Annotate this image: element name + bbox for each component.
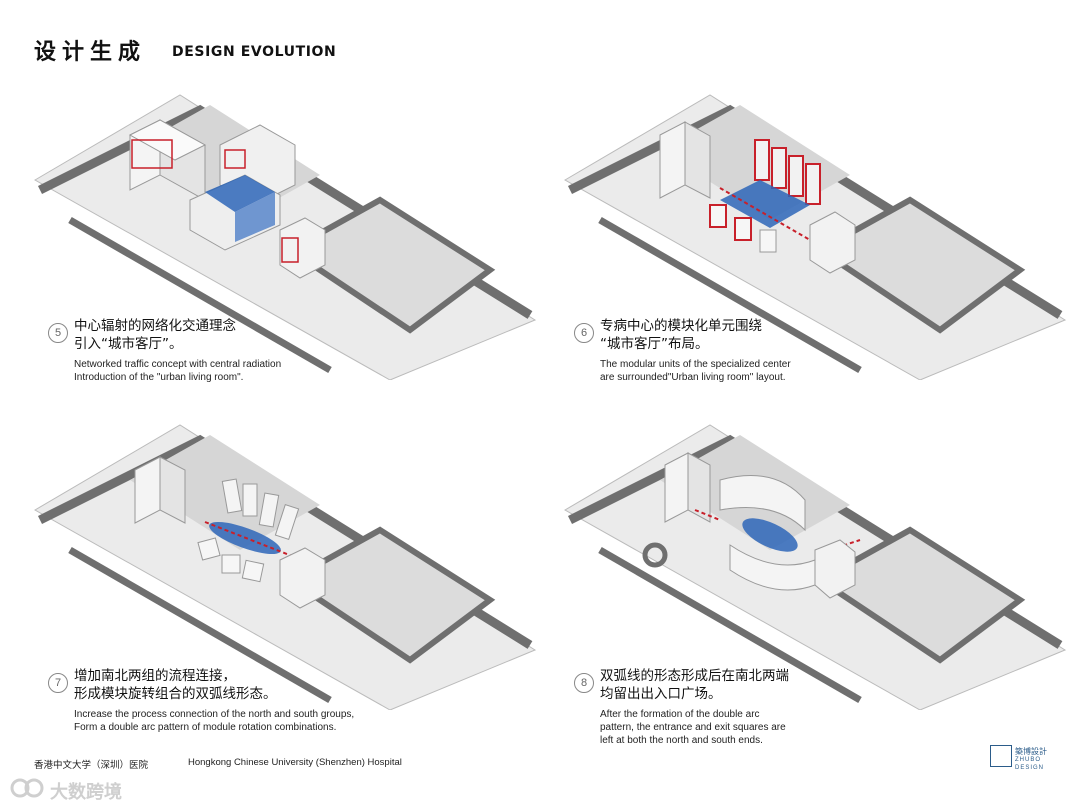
caption-en-line2: pattern, the entrance and exit squares a… — [600, 721, 786, 734]
caption-cn-line1: 专病中心的模块化单元围绕 — [600, 318, 762, 335]
caption-en-line2: Form a double arc pattern of module rota… — [74, 721, 336, 734]
caption-cn-line2: 引入“城市客厅”。 — [74, 336, 183, 353]
caption-cn-line1: 增加南北两组的流程连接， — [74, 668, 236, 685]
step-number: 7 — [48, 673, 68, 693]
caption-en-line2: Introduction of the "urban living room". — [74, 371, 243, 384]
diagram-panel-6: 6 专病中心的模块化单元围绕 “城市客厅”布局。 The modular uni… — [560, 80, 1070, 380]
footer-en: Hongkong Chinese University (Shenzhen) H… — [188, 757, 402, 768]
footer-cn: 香港中文大学（深圳）医院 — [34, 757, 148, 771]
building-block-se — [280, 218, 325, 278]
caption-en-line3: left at both the north and south ends. — [600, 734, 763, 747]
site-model-8 — [560, 410, 1070, 710]
caption-en-line1: After the formation of the double arc — [600, 708, 760, 721]
page-title-en: DESIGN EVOLUTION — [172, 44, 336, 60]
diagram-panel-5: 5 中心辐射的网络化交通理念 引入“城市客厅”。 Networked traff… — [30, 80, 540, 380]
caption-en-line1: The modular units of the specialized cen… — [600, 358, 791, 371]
caption-en-line1: Networked traffic concept with central r… — [74, 358, 281, 371]
site-model-7 — [30, 410, 540, 710]
page-title-cn: 设计生成 — [34, 34, 146, 66]
caption-cn-line2: “城市客厅”布局。 — [600, 336, 709, 353]
diagram-panel-7: 7 增加南北两组的流程连接， 形成模块旋转组合的双弧线形态。 Increase … — [30, 410, 540, 710]
logo-text-cn: 築博設計 — [1015, 746, 1047, 757]
step-number: 8 — [574, 673, 594, 693]
site-model-6 — [560, 80, 1070, 380]
logo-text-en-1: ZHUBO — [1015, 757, 1041, 763]
caption-cn-line2: 均留出出入口广场。 — [600, 686, 722, 703]
caption-en-line1: Increase the process connection of the n… — [74, 708, 354, 721]
caption-en-line2: are surrounded"Urban living room" layout… — [600, 371, 786, 384]
logo-text-en-2: DESIGN — [1015, 765, 1044, 771]
step-number: 6 — [574, 323, 594, 343]
caption-cn-line1: 中心辐射的网络化交通理念 — [74, 318, 236, 335]
step-number: 5 — [48, 323, 68, 343]
caption-cn-line1: 双弧线的形态形成后在南北两端 — [600, 668, 789, 685]
watermark-text: 大数跨境 — [50, 778, 122, 804]
watermark-icon — [10, 776, 46, 804]
site-model-5 — [30, 80, 540, 380]
company-logo-icon — [990, 745, 1012, 767]
caption-cn-line2: 形成模块旋转组合的双弧线形态。 — [74, 686, 277, 703]
diagram-panel-8: 8 双弧线的形态形成后在南北两端 均留出出入口广场。 After the for… — [560, 410, 1070, 710]
